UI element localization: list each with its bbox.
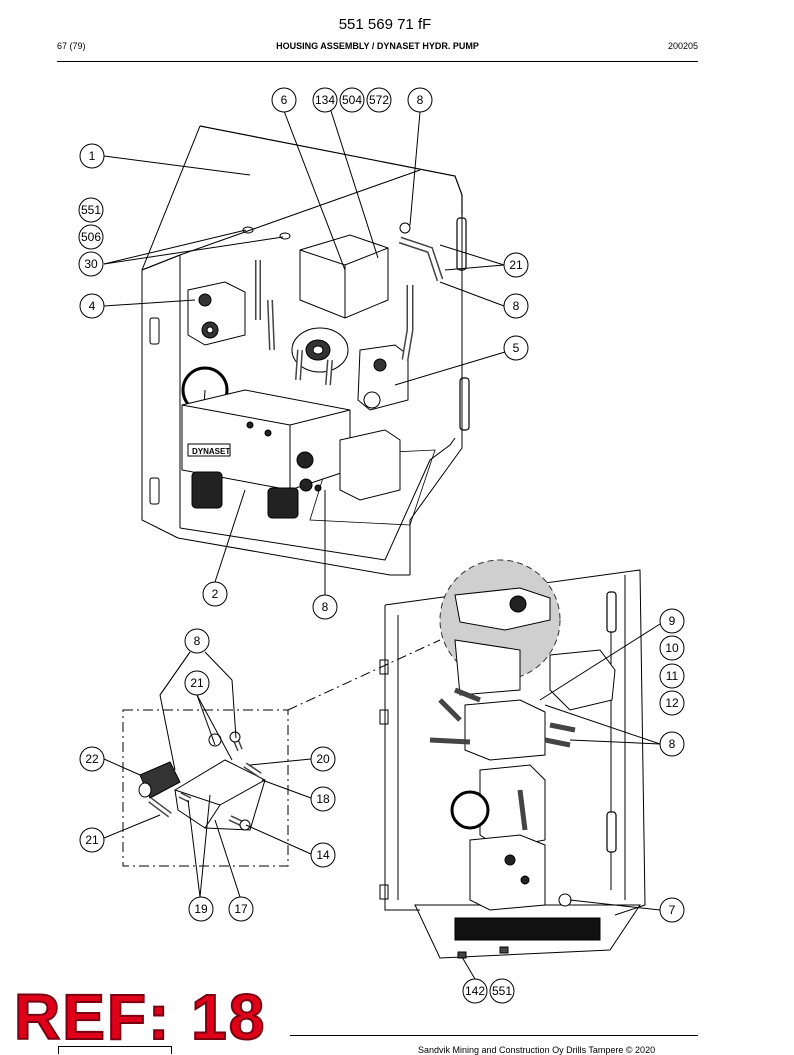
leader-lines <box>103 110 661 980</box>
svg-text:551: 551 <box>492 984 512 998</box>
callout-11: 11 <box>659 663 685 689</box>
svg-text:20: 20 <box>316 752 330 766</box>
callout-6: 6 <box>271 87 297 113</box>
svg-text:21: 21 <box>509 258 523 272</box>
main-housing-components <box>181 222 444 519</box>
svg-text:10: 10 <box>665 641 679 655</box>
svg-text:142: 142 <box>465 984 485 998</box>
callout-18: 18 <box>310 786 336 812</box>
callout-8-mid: 8 <box>312 594 338 620</box>
callout-9: 9 <box>659 608 685 634</box>
svg-text:17: 17 <box>234 902 248 916</box>
svg-text:506: 506 <box>81 230 101 244</box>
svg-text:11: 11 <box>666 669 679 683</box>
svg-text:14: 14 <box>316 848 330 862</box>
callout-22: 22 <box>79 746 105 772</box>
svg-text:4: 4 <box>89 299 96 313</box>
svg-text:2: 2 <box>212 587 219 601</box>
detail-view-frame <box>122 639 441 867</box>
callout-8-detail: 8 <box>184 628 210 654</box>
svg-text:8: 8 <box>417 93 424 107</box>
svg-text:8: 8 <box>322 600 329 614</box>
callout-504: 504 <box>339 87 365 113</box>
svg-text:572: 572 <box>369 93 389 107</box>
callout-2: 2 <box>202 581 228 607</box>
callout-10: 10 <box>659 635 685 661</box>
callout-572: 572 <box>366 87 392 113</box>
callout-30: 30 <box>78 251 104 277</box>
callout-19: 19 <box>188 896 214 922</box>
svg-text:21: 21 <box>85 833 99 847</box>
callout-20: 20 <box>310 746 336 772</box>
reference-stamp: REF: 18 <box>13 981 267 1053</box>
svg-text:551: 551 <box>81 203 101 217</box>
svg-text:8: 8 <box>513 299 520 313</box>
document-date: 200205 <box>667 41 698 51</box>
header-row: 67 (79) HOUSING ASSEMBLY / DYNASET HYDR.… <box>57 41 698 55</box>
callout-21-detail-top: 21 <box>184 670 210 696</box>
brand-label: DYNASET <box>192 447 230 456</box>
svg-text:504: 504 <box>342 93 362 107</box>
page-title: HOUSING ASSEMBLY / DYNASET HYDR. PUMP <box>276 41 479 51</box>
callout-8-top: 8 <box>407 87 433 113</box>
svg-text:8: 8 <box>194 634 201 648</box>
svg-text:5: 5 <box>513 341 520 355</box>
callout-4: 4 <box>79 293 105 319</box>
svg-text:7: 7 <box>669 903 676 917</box>
document-number: 551 569 71 fF <box>338 16 432 33</box>
callout-8-lower-right: 8 <box>659 731 685 757</box>
svg-text:12: 12 <box>665 696 679 710</box>
callout-7: 7 <box>659 897 685 923</box>
footer-copyright: Sandvik Mining and Construction Oy Drill… <box>418 1045 656 1055</box>
footer-rule <box>290 1035 698 1036</box>
svg-text:21: 21 <box>190 676 204 690</box>
callout-8-right: 8 <box>503 293 529 319</box>
company-logo <box>58 1046 172 1054</box>
svg-text:8: 8 <box>669 737 676 751</box>
header-rule <box>57 61 698 62</box>
callout-21-top: 21 <box>503 252 529 278</box>
svg-text:22: 22 <box>85 752 99 766</box>
callout-506: 506 <box>78 224 104 250</box>
svg-text:9: 9 <box>669 614 676 628</box>
callout-134: 134 <box>312 87 338 113</box>
svg-text:18: 18 <box>316 792 330 806</box>
svg-text:30: 30 <box>84 257 98 271</box>
page-reference: 67 (79) <box>57 41 86 51</box>
callout-551-top: 551 <box>78 197 104 223</box>
callout-5: 5 <box>503 335 529 361</box>
lower-housing-components <box>429 587 616 911</box>
svg-text:19: 19 <box>194 902 208 916</box>
svg-text:134: 134 <box>315 93 335 107</box>
svg-text:1: 1 <box>89 149 96 163</box>
callout-21-detail-left: 21 <box>79 827 105 853</box>
callout-142: 142 <box>462 978 488 1004</box>
callout-1: 1 <box>79 143 105 169</box>
callout-17: 17 <box>228 896 254 922</box>
svg-text:6: 6 <box>281 93 288 107</box>
callout-551-bottom: 551 <box>489 978 515 1004</box>
detail-view-components <box>138 731 266 831</box>
callout-14: 14 <box>310 842 336 868</box>
callout-12: 12 <box>659 690 685 716</box>
